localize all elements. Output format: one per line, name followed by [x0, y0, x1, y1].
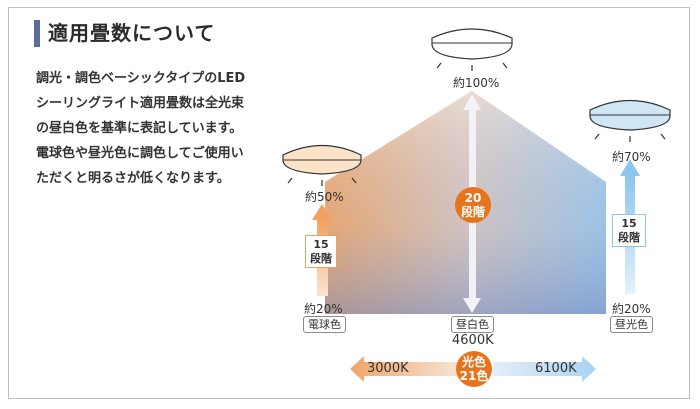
description-line: 調光・調色ベーシックタイプのLED — [36, 71, 246, 86]
description-block: 調光・調色ベーシックタイプのLED シーリングライト適用畳数は全光束 の昼白色を… — [36, 66, 272, 191]
ceiling-light-cool — [589, 99, 671, 142]
ceiling-light-center — [431, 28, 513, 71]
left-steps-box: 15 段階 — [305, 235, 337, 268]
title-accent-bar — [34, 20, 40, 47]
center-top-percent: 約100% — [453, 76, 500, 90]
center-kelvin: 4600K — [452, 333, 494, 348]
description-line: シーリングライト適用畳数は全光束 — [36, 96, 245, 111]
right-steps-box: 15 段階 — [612, 214, 646, 247]
right-top-percent: 約70% — [612, 150, 651, 164]
description-line: 電球色や昼光色に調色してご使用い — [36, 146, 244, 161]
right-color-label: 昼光色 — [610, 316, 653, 333]
ceiling-light-warm — [282, 144, 362, 186]
scale-max-label: 6100K — [535, 361, 577, 376]
left-top-percent: 約50% — [305, 190, 344, 204]
description-line: ただくと明るさが低くなります。 — [36, 171, 230, 186]
scale-min-label: 3000K — [367, 361, 409, 376]
description-line: の昼白色を基準に表記しています。 — [36, 121, 243, 136]
center-steps-badge: 20 段階 — [455, 187, 491, 223]
color-temp-scale — [350, 356, 596, 382]
left-bottom-percent: 約20% — [304, 302, 343, 316]
right-bottom-percent: 約20% — [612, 302, 651, 316]
section-title: 適用畳数について — [48, 21, 216, 45]
color-count-badge: 光色 21色 — [456, 351, 492, 387]
center-color-label: 昼白色 — [451, 316, 494, 333]
left-color-label: 電球色 — [303, 316, 346, 333]
